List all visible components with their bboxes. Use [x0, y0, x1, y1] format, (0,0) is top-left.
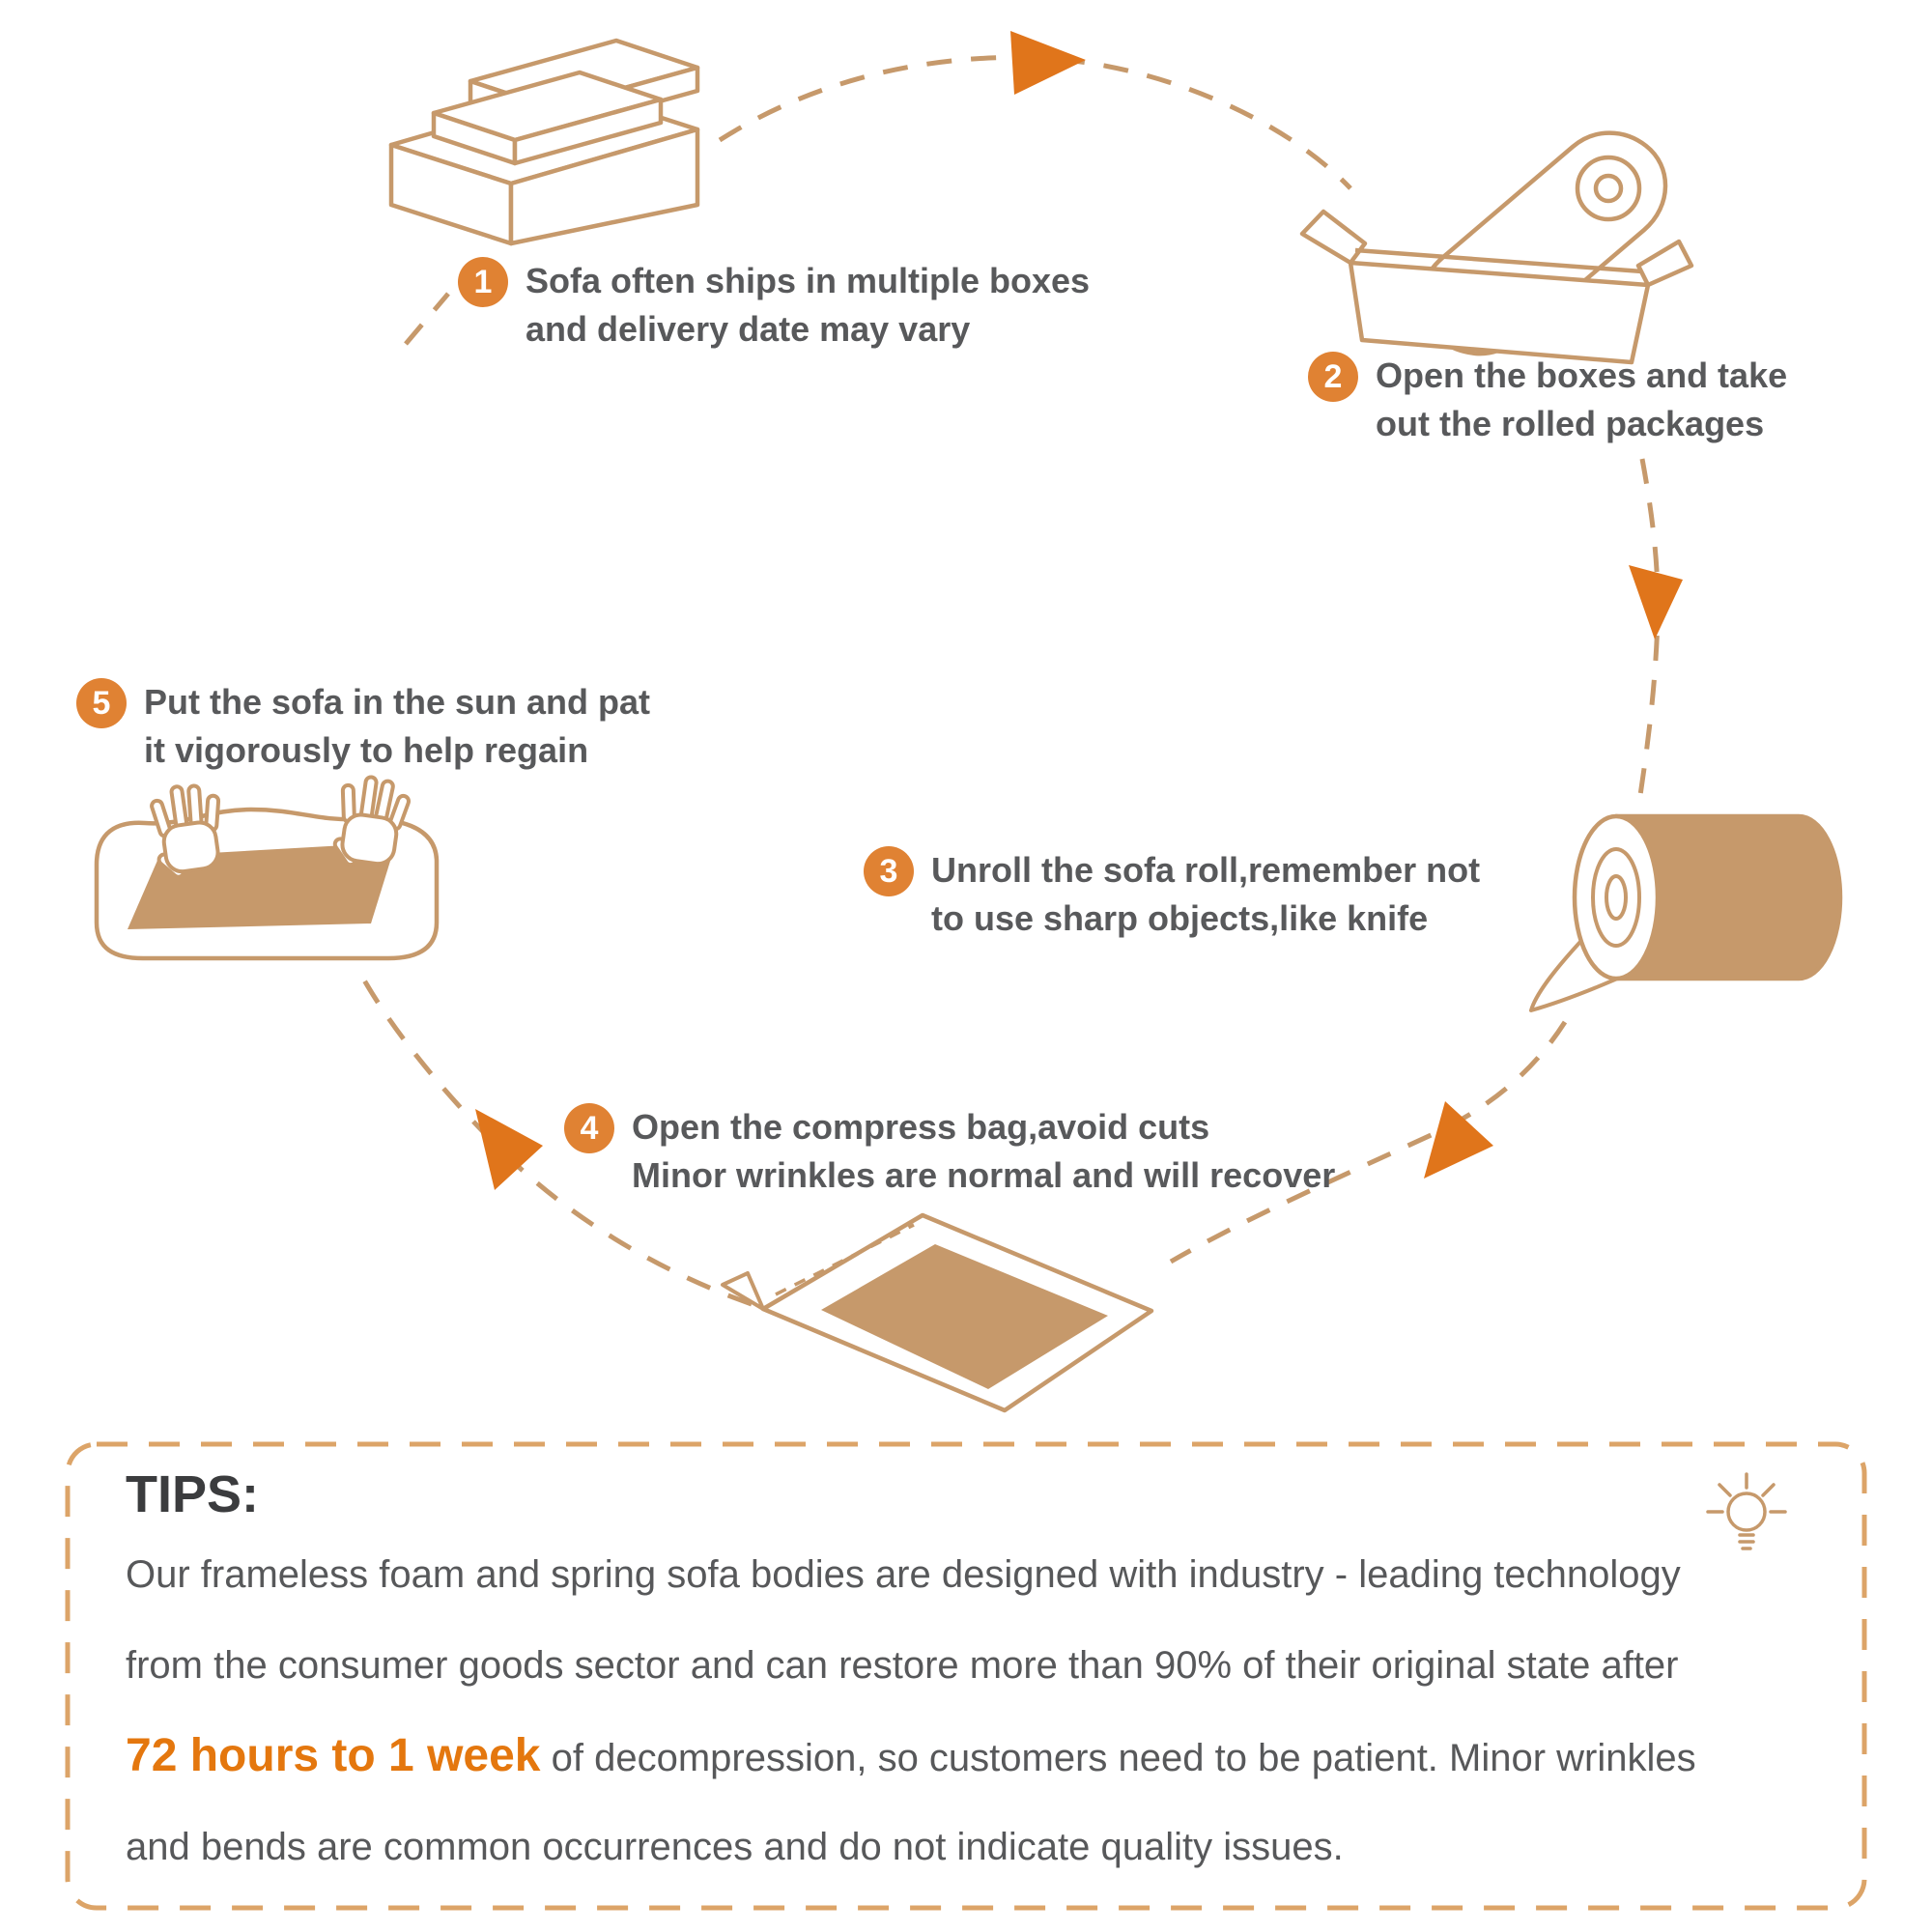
- step-3-text: Unroll the sofa roll,remember not to use…: [931, 846, 1480, 943]
- left-hand-icon: [150, 783, 221, 879]
- flow-arrows: [475, 31, 1683, 1190]
- step-2-text: Open the boxes and take out the rolled p…: [1376, 352, 1787, 448]
- step-4-text: Open the compress bag,avoid cuts Minor w…: [632, 1103, 1335, 1200]
- compress-bag-icon: [721, 1212, 1154, 1413]
- step-5-text: Put the sofa in the sun and pat it vigor…: [144, 678, 650, 775]
- step-3: 3 Unroll the sofa roll,remember not to u…: [864, 846, 1480, 943]
- step-3-text-line-2: to use sharp objects,like knife: [931, 898, 1429, 938]
- step-4-text-line-1: Open the compress bag,avoid cuts: [632, 1107, 1210, 1147]
- arrow-right-icon: [1629, 565, 1683, 639]
- step-4-badge: 4: [564, 1103, 614, 1153]
- sofa-roll-icon: [1529, 813, 1843, 1012]
- step-3-badge: 3: [864, 846, 914, 896]
- arrow-bottom-right-icon: [1424, 1101, 1493, 1179]
- step-1-badge: 1: [458, 257, 508, 307]
- sofa-patting-hands-icon: [94, 775, 440, 961]
- step-2-text-line-1: Open the boxes and take: [1376, 355, 1788, 395]
- lightbulb-icon: [1706, 1472, 1787, 1550]
- roll-body: [1613, 813, 1843, 981]
- tips-line-4: and bends are common occurrences and do …: [126, 1826, 1344, 1868]
- right-hand-icon: [332, 775, 412, 867]
- step-2: 2 Open the boxes and take out the rolled…: [1308, 352, 1787, 448]
- step-3-text-line-1: Unroll the sofa roll,remember not: [931, 850, 1481, 890]
- tips-line-3: 72 hours to 1 week of decompression, so …: [126, 1729, 1696, 1782]
- step-5-badge: 5: [76, 678, 127, 728]
- step-2-badge: 2: [1308, 352, 1358, 402]
- tips-highlight: 72 hours to 1 week: [126, 1730, 541, 1781]
- flow-arc-3-to-4: [1169, 1020, 1568, 1264]
- arrow-top-icon: [1010, 31, 1086, 95]
- open-box-rolled-package-icon: [1299, 130, 1694, 365]
- flow-arc-1-to-2: [718, 54, 1352, 190]
- step-1-text: Sofa often ships in multiple boxes and d…: [526, 257, 1090, 354]
- step-5: 5 Put the sofa in the sun and pat it vig…: [76, 678, 650, 775]
- step-4: 4 Open the compress bag,avoid cuts Minor…: [564, 1103, 1335, 1200]
- shipping-boxes-icon: [388, 38, 700, 246]
- roll-end: [1572, 813, 1661, 981]
- flow-arc-5-to-1: [404, 292, 450, 346]
- step-2-text-line-2: out the rolled packages: [1376, 404, 1765, 443]
- step-5-text-line-2: it vigorously to help regain: [144, 730, 589, 770]
- step-1-text-line-1: Sofa often ships in multiple boxes: [526, 261, 1091, 300]
- step-4-text-line-2: Minor wrinkles are normal and will recov…: [632, 1155, 1336, 1195]
- step-1: 1 Sofa often ships in multiple boxes and…: [458, 257, 1090, 354]
- arrow-left-icon: [475, 1109, 543, 1190]
- tips-title: TIPS:: [126, 1465, 260, 1523]
- step-1-text-line-2: and delivery date may vary: [526, 309, 971, 349]
- step-5-text-line-1: Put the sofa in the sun and pat: [144, 682, 651, 722]
- tips-line-2: from the consumer goods sector and can r…: [126, 1644, 1679, 1687]
- tips-line-3-rest: of decompression, so customers need to b…: [540, 1737, 1696, 1779]
- tips-line-1: Our frameless foam and spring sofa bodie…: [126, 1553, 1681, 1596]
- tips-box-border: [65, 1441, 1867, 1911]
- flow-arc-2-to-3: [1636, 458, 1661, 803]
